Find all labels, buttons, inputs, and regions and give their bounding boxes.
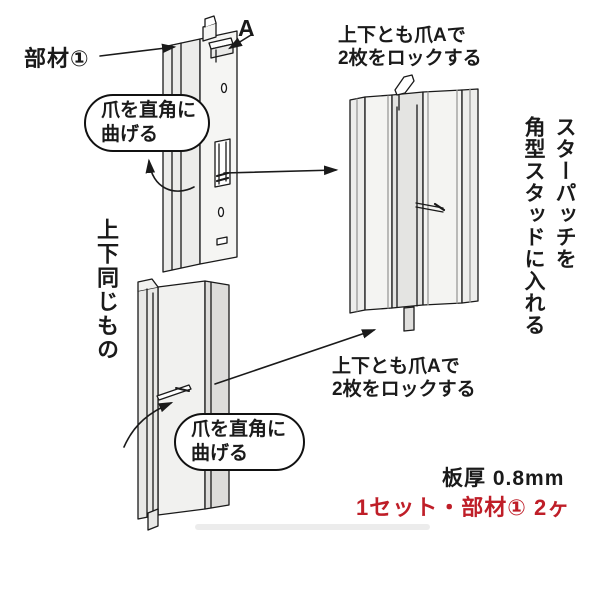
lock-claw (415, 202, 446, 213)
insert-note-line1: スターパッチを (553, 116, 576, 270)
claw-a (208, 37, 234, 63)
part-number-label: 部材① (24, 46, 90, 71)
lock-note-bottom-line1: 上下とも爪Aで (332, 356, 460, 377)
bend-note-bubble-top: 爪を直角に曲げる (84, 94, 210, 152)
inserted-piece (394, 74, 446, 332)
bend-direction-arrow-bottom (123, 402, 174, 448)
assembled-illustration (349, 74, 479, 332)
insert-note: スターパッチを角型スタッドに入れる (518, 116, 580, 341)
bend-note-top-line1: 爪を直角に (101, 100, 197, 121)
bend-note-bottom-line2: 曲げる (191, 443, 249, 464)
bend-note-bubble-bottom: 爪を直角に曲げる (174, 413, 305, 471)
plate-thickness-note: 板厚 0.8mm (442, 467, 565, 490)
set-quantity-note: 1セット・部材① 2ヶ (356, 495, 571, 520)
claw-a-label: A (238, 15, 255, 41)
insert-note-line2: 角型スタッドに入れる (522, 116, 545, 336)
bend-note-top-line2: 曲げる (101, 124, 159, 145)
claw-a-arrow (227, 34, 252, 50)
assemble-arrow-bottom (214, 329, 377, 385)
arrows (99, 34, 377, 448)
bend-direction-arrow-top (145, 158, 195, 192)
scan-artifact-band (195, 524, 430, 530)
same-parts-note: 上下同じもの (94, 218, 119, 362)
bend-note-bottom-line1: 爪を直角に (191, 419, 287, 440)
assemble-arrow-top (223, 165, 339, 176)
lock-note-top-line1: 上下とも爪Aで (338, 25, 466, 46)
lock-note-bottom-line2: 2枚をロックする (332, 379, 476, 400)
bent-claw (156, 384, 192, 401)
lock-note-top-line2: 2枚をロックする (338, 48, 482, 69)
part2-illustration (137, 278, 230, 531)
part-label-arrow (99, 43, 177, 57)
claw-slot (214, 138, 231, 188)
